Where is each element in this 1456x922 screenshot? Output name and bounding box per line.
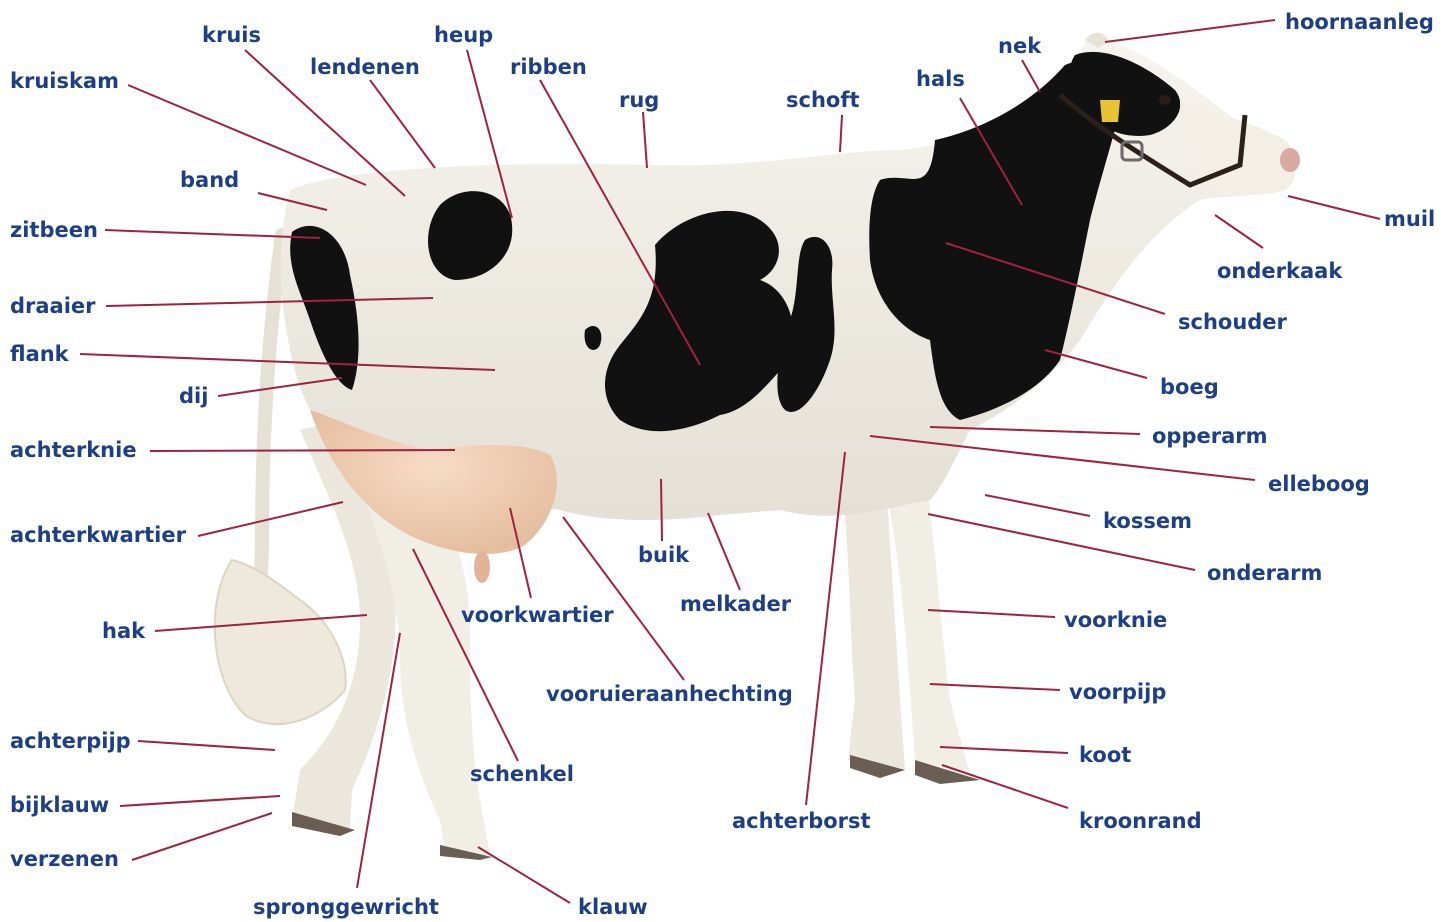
label-heup: heup — [434, 25, 493, 46]
label-zitbeen: zitbeen — [10, 220, 98, 241]
label-achterkwartier: achterkwartier — [10, 525, 186, 546]
label-elleboog: elleboog — [1268, 474, 1370, 495]
label-schouder: schouder — [1178, 312, 1287, 333]
leader-achterknie — [150, 450, 455, 451]
label-schenkel: schenkel — [470, 764, 574, 785]
label-koot: koot — [1079, 745, 1131, 766]
leader-achterkwartier — [198, 502, 343, 536]
leader-klauw — [478, 847, 570, 903]
label-hoornaanleg: hoornaanleg — [1285, 12, 1434, 33]
label-vooruieraanhechting: vooruieraanhechting — [546, 684, 793, 705]
leader-nek — [1022, 60, 1040, 92]
label-kruis: kruis — [202, 25, 261, 46]
teat — [474, 551, 490, 583]
label-hak: hak — [102, 621, 145, 642]
leader-onderkaak — [1215, 215, 1263, 248]
label-rug: rug — [619, 90, 659, 111]
leader-buik — [661, 479, 662, 541]
label-lendenen: lendenen — [310, 57, 420, 78]
leader-lendenen — [370, 80, 435, 168]
label-verzenen: verzenen — [10, 849, 119, 870]
leader-voorpijp — [930, 684, 1060, 690]
label-bijklauw: bijklauw — [10, 795, 109, 816]
cow-nose — [1280, 148, 1300, 172]
label-ribben: ribben — [510, 57, 587, 78]
label-klauw: klauw — [578, 897, 648, 918]
label-hals: hals — [916, 69, 965, 90]
leader-schoft — [840, 115, 842, 152]
label-buik: buik — [638, 545, 689, 566]
leader-verzenen — [132, 813, 272, 860]
leader-kossem — [985, 495, 1090, 516]
label-achterborst: achterborst — [732, 811, 871, 832]
leader-melkader — [708, 513, 740, 590]
ear-tag — [1100, 100, 1120, 122]
label-melkader: melkader — [680, 594, 791, 615]
label-achterknie: achterknie — [10, 440, 137, 461]
leader-rug — [643, 112, 647, 168]
label-boeg: boeg — [1160, 377, 1219, 398]
label-sprongewricht: spronggewricht — [253, 897, 439, 918]
label-nek: nek — [998, 36, 1041, 57]
label-muil: muil — [1384, 209, 1435, 230]
label-voorkwartier: voorkwartier — [461, 605, 614, 626]
leader-achterpijp — [138, 741, 275, 750]
label-kruiskam: kruiskam — [10, 71, 119, 92]
label-achterpijp: achterpijp — [10, 731, 131, 752]
leader-bijklauw — [120, 796, 280, 806]
label-dij: dij — [179, 386, 208, 407]
label-voorpijp: voorpijp — [1069, 682, 1166, 703]
label-draaier: draaier — [10, 296, 96, 317]
label-schoft: schoft — [786, 90, 860, 111]
leader-kroonrand — [942, 765, 1068, 808]
leader-vooruieraanhechting — [563, 517, 684, 680]
leader-hoornaanleg — [1105, 20, 1275, 42]
label-flank: flank — [10, 344, 69, 365]
cow-eye — [1159, 95, 1171, 105]
label-band: band — [180, 170, 239, 191]
label-onderkaak: onderkaak — [1217, 261, 1342, 282]
label-onderarm: onderarm — [1207, 563, 1322, 584]
leader-voorknie — [928, 610, 1055, 617]
leader-muil — [1288, 196, 1380, 219]
label-kossem: kossem — [1103, 511, 1192, 532]
leader-kruiskam — [128, 85, 366, 185]
label-voorknie: voorknie — [1064, 610, 1167, 631]
leader-boeg — [1045, 350, 1147, 378]
tail-switch — [215, 560, 346, 724]
label-kroonrand: kroonrand — [1079, 811, 1202, 832]
label-opperarm: opperarm — [1152, 426, 1268, 447]
